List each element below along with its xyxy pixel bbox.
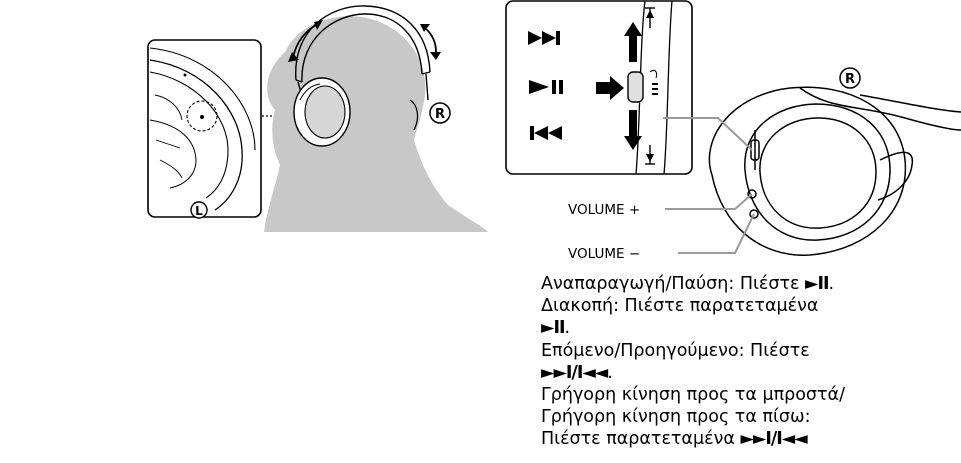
left-cup-detail-panel: L — [148, 40, 261, 218]
next-prev-glyph: ►►I/I◄◄ — [541, 363, 607, 383]
instruction-rewind: Γρήγορη κίνηση προς τα πίσω: — [541, 406, 951, 428]
right-badge-cup: R — [845, 72, 855, 87]
control-detail-panel — [506, 1, 692, 174]
volume-plus-label: VOLUME + — [568, 202, 640, 218]
instructions-text: Αναπαραγωγή/Παύση: Πιέστε ►II. Διακοπή: … — [541, 273, 951, 451]
instruction-fast-forward: Γρήγορη κίνηση προς τα μπροστά/ — [541, 384, 951, 406]
instruction-stop: Διακοπή: Πιέστε παρατεταμένα — [541, 295, 951, 317]
jog-switch — [628, 72, 643, 102]
instruction-hold: Πιέστε παρατεταμένα ►►I/I◄◄ — [541, 428, 951, 450]
instruction-next-prev-glyph-line: ►►I/I◄◄. — [541, 362, 951, 384]
next-prev-glyph-2: ►►I/I◄◄ — [740, 429, 806, 449]
right-badge-head: R — [435, 107, 445, 122]
play-pause-glyph-2: ►II — [541, 318, 564, 338]
volume-minus-label: VOLUME − — [568, 246, 640, 262]
instruction-next-prev: Επόμενο/Προηγούμενο: Πιέστε — [541, 340, 951, 362]
instruction-play-pause: Αναπαραγωγή/Παύση: Πιέστε ►II. — [541, 273, 951, 295]
instruction-stop-glyph-line: ►II. — [541, 317, 951, 339]
play-pause-glyph: ►II — [805, 274, 828, 294]
left-badge: L — [195, 204, 203, 218]
